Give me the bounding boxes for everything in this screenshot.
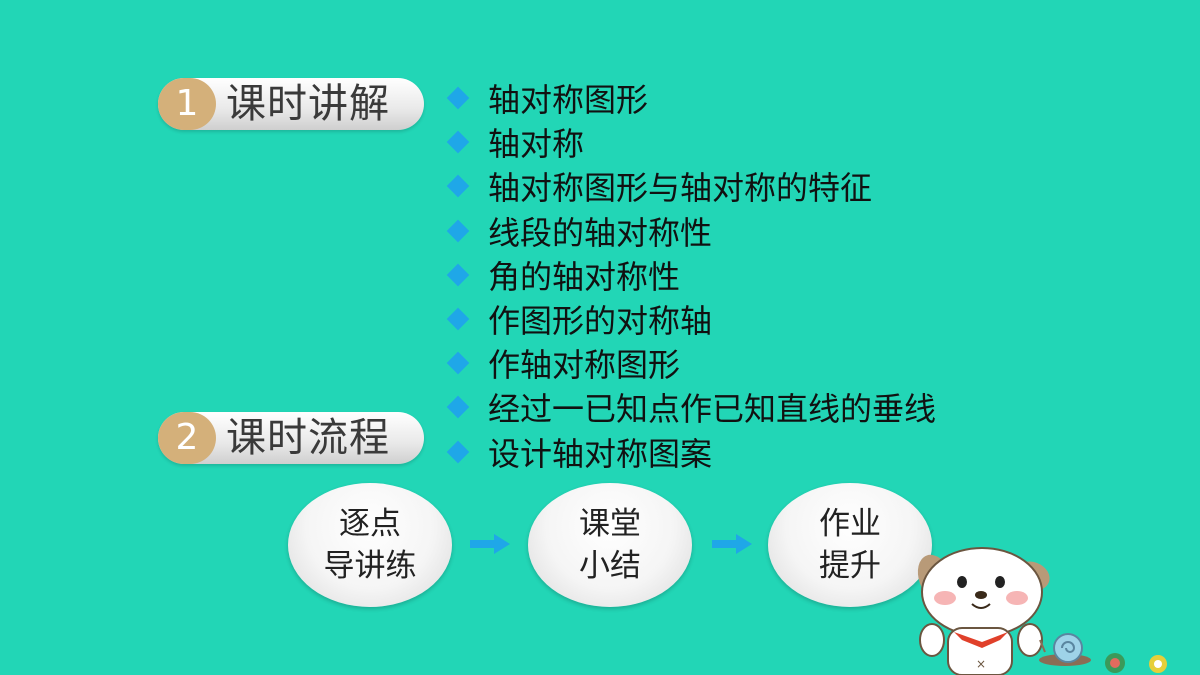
topic-text: 设计轴对称图案 xyxy=(488,434,713,473)
flow-step-line: 课堂 xyxy=(579,506,641,542)
flow-step-line: 提升 xyxy=(819,548,881,584)
diamond-bullet-icon xyxy=(446,86,470,110)
flow-step-line: 作业 xyxy=(819,506,881,542)
topic-item: 经过一已知点作已知直线的垂线 xyxy=(446,385,936,429)
topic-list: 轴对称图形 轴对称 轴对称图形与轴对称的特征 线段的轴对称性 角的轴对称性 作图… xyxy=(446,76,936,474)
topic-text: 线段的轴对称性 xyxy=(488,213,713,252)
flow-step-practice[interactable]: 逐点 导讲练 xyxy=(288,483,452,607)
section-1-title: 课时讲解 xyxy=(226,81,390,127)
topic-item: 角的轴对称性 xyxy=(446,253,936,297)
right-arrow-icon xyxy=(712,534,752,554)
diamond-bullet-icon xyxy=(446,219,470,242)
cartoon-dog-mascot: × xyxy=(917,547,1167,675)
section-1-heading[interactable]: 1 课时讲解 xyxy=(158,78,424,130)
topic-item: 设计轴对称图案 xyxy=(446,430,936,474)
diamond-bullet-icon xyxy=(446,440,470,463)
topic-item: 线段的轴对称性 xyxy=(446,209,936,253)
diamond-bullet-icon xyxy=(446,396,470,419)
diamond-bullet-icon xyxy=(446,130,470,154)
topic-text: 作图形的对称轴 xyxy=(488,302,713,341)
flow-step-homework[interactable]: 作业 提升 xyxy=(768,483,932,607)
topic-text: 作轴对称图形 xyxy=(488,346,681,385)
topic-item: 轴对称图形 xyxy=(446,76,936,120)
topic-item: 轴对称图形与轴对称的特征 xyxy=(446,164,936,208)
section-2-title: 课时流程 xyxy=(226,415,390,461)
topic-item: 轴对称 xyxy=(446,120,936,164)
diamond-bullet-icon xyxy=(446,351,470,375)
flow-step-line: 小结 xyxy=(579,548,641,584)
diamond-bullet-icon xyxy=(446,175,470,198)
topic-text: 角的轴对称性 xyxy=(488,257,681,296)
flow-step-line: 逐点 xyxy=(339,506,401,542)
section-2-heading[interactable]: 2 课时流程 xyxy=(158,412,424,464)
flow-step-line: 导讲练 xyxy=(323,548,417,584)
topic-item: 作图形的对称轴 xyxy=(446,297,936,341)
diamond-bullet-icon xyxy=(446,263,470,287)
topic-item: 作轴对称图形 xyxy=(446,341,936,385)
flow-step-summary[interactable]: 课堂 小结 xyxy=(528,483,692,607)
section-1-number-badge: 1 xyxy=(158,78,216,130)
section-2-number-badge: 2 xyxy=(158,412,216,464)
topic-text: 轴对称 xyxy=(488,125,585,164)
svg-text:×: × xyxy=(976,657,986,671)
right-arrow-icon xyxy=(470,534,510,554)
topic-text: 轴对称图形与轴对称的特征 xyxy=(488,169,873,208)
topic-text: 经过一已知点作已知直线的垂线 xyxy=(488,390,937,429)
diamond-bullet-icon xyxy=(446,307,470,331)
topic-text: 轴对称图形 xyxy=(488,81,649,120)
